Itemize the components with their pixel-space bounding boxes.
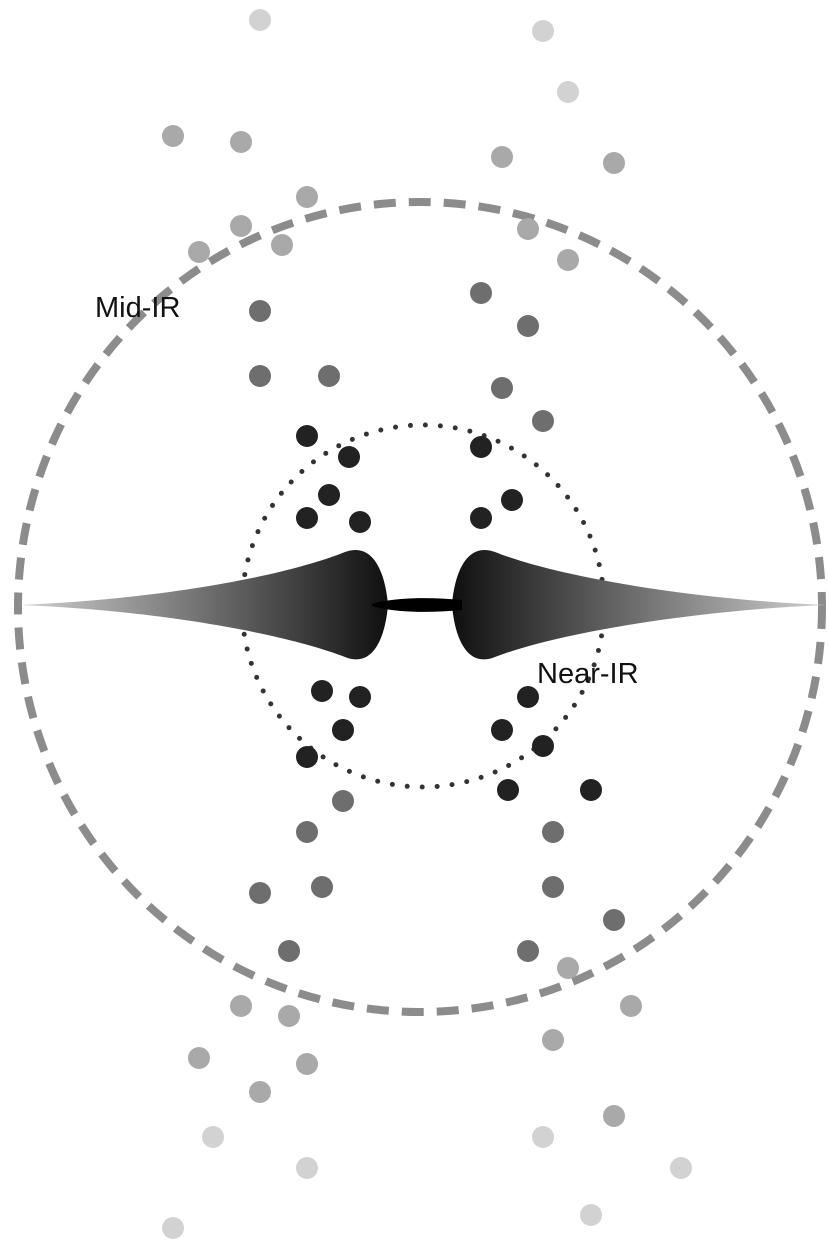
dust-cloud-mid-4 — [470, 282, 492, 304]
dust-cloud-mid-9 — [296, 821, 318, 843]
dust-cloud-outer-1 — [162, 125, 184, 147]
dust-cloud-far-4 — [202, 1126, 224, 1148]
dust-cloud-outer-18 — [542, 1029, 564, 1051]
dust-cloud-mid-10 — [249, 882, 271, 904]
dust-cloud-inner-14 — [491, 719, 513, 741]
dust-cloud-mid-2 — [249, 365, 271, 387]
dust-cloud-inner-8 — [470, 507, 492, 529]
dust-cloud-inner-13 — [517, 686, 539, 708]
dust-cloud-outer-16 — [557, 957, 579, 979]
dust-cloud-outer-9 — [517, 218, 539, 240]
dust-cloud-inner-12 — [296, 746, 318, 768]
near-ir-label: Near-IR — [537, 658, 639, 690]
dust-cloud-outer-10 — [557, 249, 579, 271]
dust-cloud-mid-8 — [332, 790, 354, 812]
dust-cloud-mid-16 — [517, 940, 539, 962]
dust-cloud-inner-9 — [311, 680, 333, 702]
dust-cloud-outer-15 — [249, 1081, 271, 1103]
dust-cloud-outer-12 — [278, 1005, 300, 1027]
mid-ir-label: Mid-IR — [95, 292, 180, 324]
dust-cloud-mid-11 — [311, 876, 333, 898]
dust-cloud-outer-17 — [620, 995, 642, 1017]
dust-cloud-inner-17 — [580, 779, 602, 801]
dust-cloud-inner-10 — [349, 686, 371, 708]
dust-cloud-inner-11 — [332, 719, 354, 741]
central-disk — [20, 549, 826, 660]
dust-cloud-inner-3 — [318, 484, 340, 506]
dust-cloud-inner-1 — [296, 425, 318, 447]
dust-cloud-far-3 — [557, 81, 579, 103]
dust-clouds — [162, 9, 692, 1239]
dust-cloud-far-9 — [580, 1204, 602, 1226]
dust-cloud-far-8 — [670, 1157, 692, 1179]
dust-cloud-mid-13 — [542, 821, 564, 843]
dust-cloud-inner-16 — [497, 779, 519, 801]
dust-cloud-far-6 — [162, 1217, 184, 1239]
disk-core-bridge — [372, 598, 462, 612]
dust-cloud-far-2 — [532, 20, 554, 42]
dust-cloud-outer-14 — [296, 1053, 318, 1075]
dust-cloud-outer-4 — [230, 215, 252, 237]
dust-cloud-far-7 — [532, 1126, 554, 1148]
dust-cloud-outer-2 — [230, 131, 252, 153]
dust-cloud-mid-3 — [318, 365, 340, 387]
dust-cloud-outer-6 — [271, 234, 293, 256]
dust-cloud-inner-6 — [470, 436, 492, 458]
dust-cloud-outer-3 — [296, 186, 318, 208]
dust-cloud-mid-1 — [249, 300, 271, 322]
dust-cloud-outer-5 — [188, 241, 210, 263]
mid-ir-ring — [14, 198, 826, 1016]
dust-cloud-inner-2 — [338, 446, 360, 468]
dust-cloud-mid-14 — [542, 876, 564, 898]
dust-cloud-mid-15 — [603, 909, 625, 931]
disk-left-lobe — [20, 549, 388, 660]
dust-cloud-outer-7 — [491, 146, 513, 168]
dust-cloud-mid-6 — [491, 377, 513, 399]
dust-cloud-mid-5 — [517, 315, 539, 337]
dust-cloud-outer-8 — [603, 152, 625, 174]
dust-cloud-far-5 — [296, 1157, 318, 1179]
dust-cloud-outer-13 — [188, 1047, 210, 1069]
dust-cloud-mid-7 — [532, 410, 554, 432]
dust-cloud-inner-7 — [501, 489, 523, 511]
dust-cloud-inner-15 — [532, 735, 554, 757]
dust-cloud-inner-5 — [349, 511, 371, 533]
dust-cloud-mid-12 — [278, 940, 300, 962]
disk-right-lobe — [452, 549, 826, 660]
dust-cloud-inner-4 — [296, 507, 318, 529]
dust-cloud-far-1 — [249, 9, 271, 31]
dust-cloud-outer-19 — [603, 1105, 625, 1127]
dust-cloud-outer-11 — [230, 995, 252, 1017]
